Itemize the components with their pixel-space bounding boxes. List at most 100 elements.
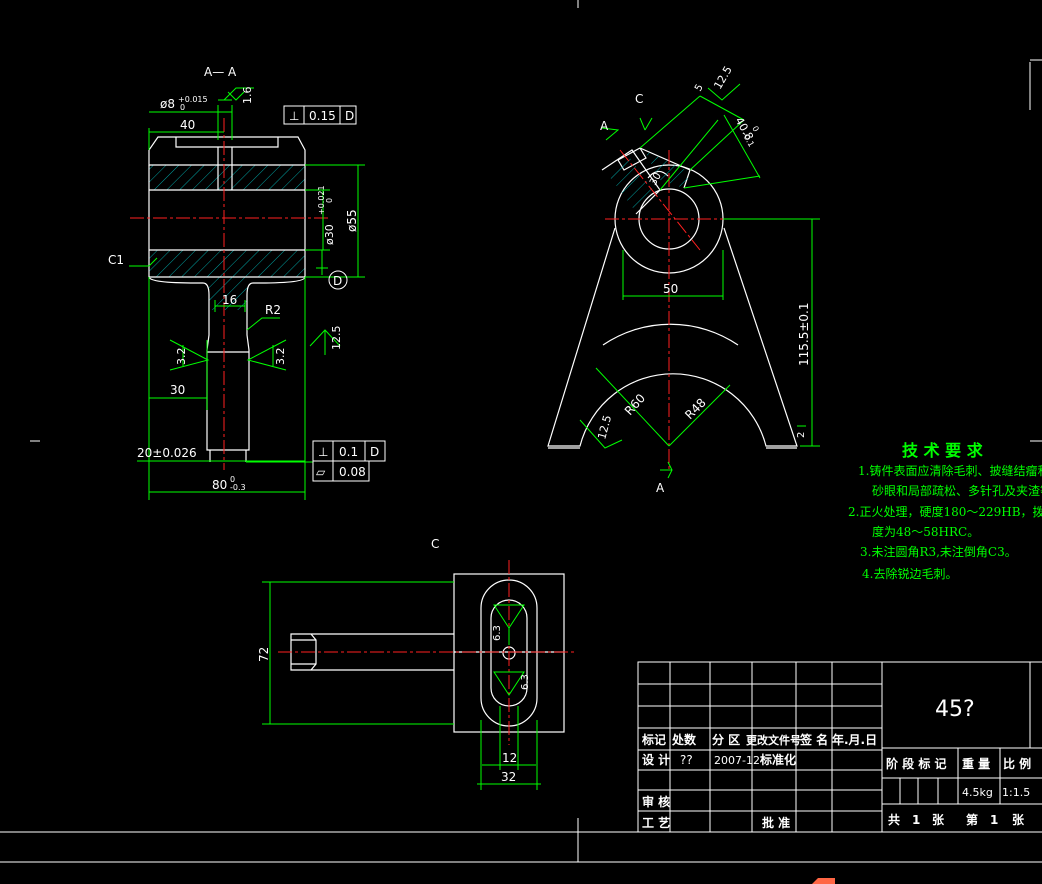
- dim-bore8: ø8: [160, 97, 175, 111]
- section-centerlines: [130, 118, 330, 470]
- dim-w40: 40: [180, 118, 195, 132]
- front-dim-d5: 5: [693, 82, 706, 93]
- view-c-dim-w32: 32: [501, 770, 516, 784]
- view-c-dim-h72: 72: [257, 647, 271, 662]
- front-dim-h1155: 115.5±0.1: [797, 303, 811, 367]
- tech-req-item-3: 2.正火处理，硬度180～229HB，拨叉: [848, 504, 1042, 519]
- view-c-rough-b: 6.3: [520, 674, 531, 690]
- front-dim-d408-tol: 0: [750, 125, 760, 134]
- sheet-corner-mark: [812, 878, 835, 884]
- dim-w80: 80: [212, 478, 227, 492]
- dim-w80-tol-lower: -0.3: [230, 483, 246, 492]
- title-scale-label: 比 例: [1003, 756, 1031, 771]
- tech-req-item-6: 4.去除锐边毛刺。: [862, 566, 957, 581]
- dim-rough-left: 3.2: [175, 348, 188, 366]
- title-material: 45?: [935, 697, 975, 722]
- tech-req-item-1: 1.铸件表面应清除毛刺、披缝结瘤和粘: [858, 463, 1042, 478]
- tech-req-item-2: 砂眼和局部疏松、多针孔及夹渣等: [872, 483, 1042, 498]
- title-design-name: ??: [680, 753, 693, 767]
- view-c-dim-w12: 12: [502, 751, 517, 765]
- title-design-date: 2007-12-: [714, 754, 764, 767]
- dim-bore8-tol-upper: +0.015: [178, 95, 208, 104]
- tol-frame-perp-top: [283, 105, 357, 125]
- title-scale-value: 1:1.5: [1002, 786, 1030, 799]
- dim-w80-tol-upper: 0: [230, 475, 235, 484]
- tech-req-title: 技 术 要 求: [902, 441, 984, 460]
- title-col-change-doc: 更改文件号: [746, 733, 801, 747]
- fork-lug-hatch-2: [644, 150, 690, 188]
- section-aa-label: A— A: [204, 65, 237, 79]
- title-approve-label: 批 准: [762, 815, 790, 830]
- dim-r2: R2: [265, 303, 281, 317]
- front-dim-w50: 50: [663, 282, 678, 296]
- title-total-label: 共: [888, 812, 900, 827]
- fork-outline: [547, 147, 798, 449]
- title-sheet-label: 第: [966, 812, 978, 827]
- front-label-c: C: [635, 92, 643, 106]
- dim-rough-top: 1.6: [241, 87, 254, 105]
- title-review-label: 审 核: [642, 794, 670, 809]
- front-dim-rough: 12.5: [595, 414, 614, 441]
- title-col-mark: 标记: [641, 732, 666, 747]
- dim-d55: ø55: [345, 209, 359, 232]
- tech-requirements: 技 术 要 求 1.铸件表面应清除毛刺、披缝结瘤和粘 砂眼和局部疏松、多针孔及夹…: [848, 441, 1042, 581]
- title-weight-value: 4.5kg: [962, 786, 993, 799]
- section-outline: [148, 136, 306, 462]
- view-c-dimensions: [262, 581, 541, 790]
- front-dim-r125: 12.5: [711, 64, 735, 92]
- title-col-zone: 分 区: [712, 732, 740, 747]
- title-col-date: 年.月.日: [832, 732, 877, 747]
- dim-w16: 16: [222, 293, 237, 307]
- datum-d-marker: D: [328, 270, 348, 290]
- tech-req-item-5: 3.未注圆角R3,未注倒角C3。: [860, 544, 1017, 559]
- dim-rough-right: 3.2: [274, 348, 287, 366]
- front-centerlines: [605, 149, 740, 470]
- dim-c1: C1: [108, 253, 124, 267]
- dim-bore30-tol-lower: 0: [325, 198, 334, 203]
- sheet-border: [0, 0, 1042, 863]
- tol-perp-top-symbol: ⊥: [289, 109, 299, 123]
- section-aa-view: A— A: [108, 65, 386, 500]
- tol-flatness-value: 0.08: [339, 465, 366, 479]
- view-c-centerlines: [278, 560, 575, 745]
- front-view: C A A 12.5 5 40.8 0 -0.1 30 50 115.5±0.1…: [547, 64, 820, 495]
- title-block: 45? 标记 处数 分 区 更改文件号 签 名 年.月.日 设 计 ?? 200…: [637, 661, 1042, 832]
- tol-perp-bottom-value: 0.1: [339, 445, 358, 459]
- tech-req-item-4: 度为48～58HRC。: [872, 524, 979, 539]
- tol-perp-top-value: 0.15: [309, 109, 336, 123]
- title-standard-label: 标准化: [759, 752, 796, 767]
- title-weight-label: 重 量: [962, 756, 990, 771]
- view-c-outline: [290, 573, 565, 733]
- datum-d-label: D: [333, 274, 342, 288]
- title-total-unit: 张: [932, 812, 945, 827]
- title-design-label: 设 计: [642, 752, 670, 767]
- title-col-count: 处数: [671, 732, 697, 747]
- front-label-a-top: A: [600, 119, 609, 133]
- front-dim-r60: R60: [622, 391, 648, 418]
- tol-perp-top-datum: D: [345, 109, 354, 123]
- front-dimensions: [579, 83, 820, 479]
- title-process-label: 工 艺: [642, 815, 670, 830]
- dim-bore30-tol: +0.021: [317, 185, 326, 215]
- title-block-grid: [637, 661, 1042, 832]
- title-sheet-value: 1: [990, 813, 998, 827]
- title-col-sign: 签 名: [799, 732, 828, 747]
- front-dim-r48: R48: [682, 396, 709, 423]
- view-c-label: C: [431, 537, 439, 551]
- dim-w30: 30: [170, 383, 185, 397]
- fork-lug-hatch: [606, 158, 656, 212]
- view-c: C 72 12 32: [257, 537, 575, 790]
- dim-rough-side: 12.5: [330, 326, 343, 351]
- title-sheet-unit: 张: [1012, 812, 1025, 827]
- front-dim-d2: 2: [796, 432, 807, 438]
- dim-w20: 20±0.026: [137, 446, 197, 460]
- tol-perp-bottom-datum: D: [370, 445, 379, 459]
- tol-frame-perp-bottom: [312, 440, 386, 482]
- section-hatch: [149, 165, 305, 310]
- dim-bore8-tol-lower: 0: [180, 103, 185, 112]
- dim-bore30: ø30: [323, 224, 336, 245]
- view-c-rough-a: 6.3: [492, 625, 503, 641]
- title-total-value: 1: [912, 813, 920, 827]
- tol-perp-bottom-symbol: ⊥: [318, 445, 328, 459]
